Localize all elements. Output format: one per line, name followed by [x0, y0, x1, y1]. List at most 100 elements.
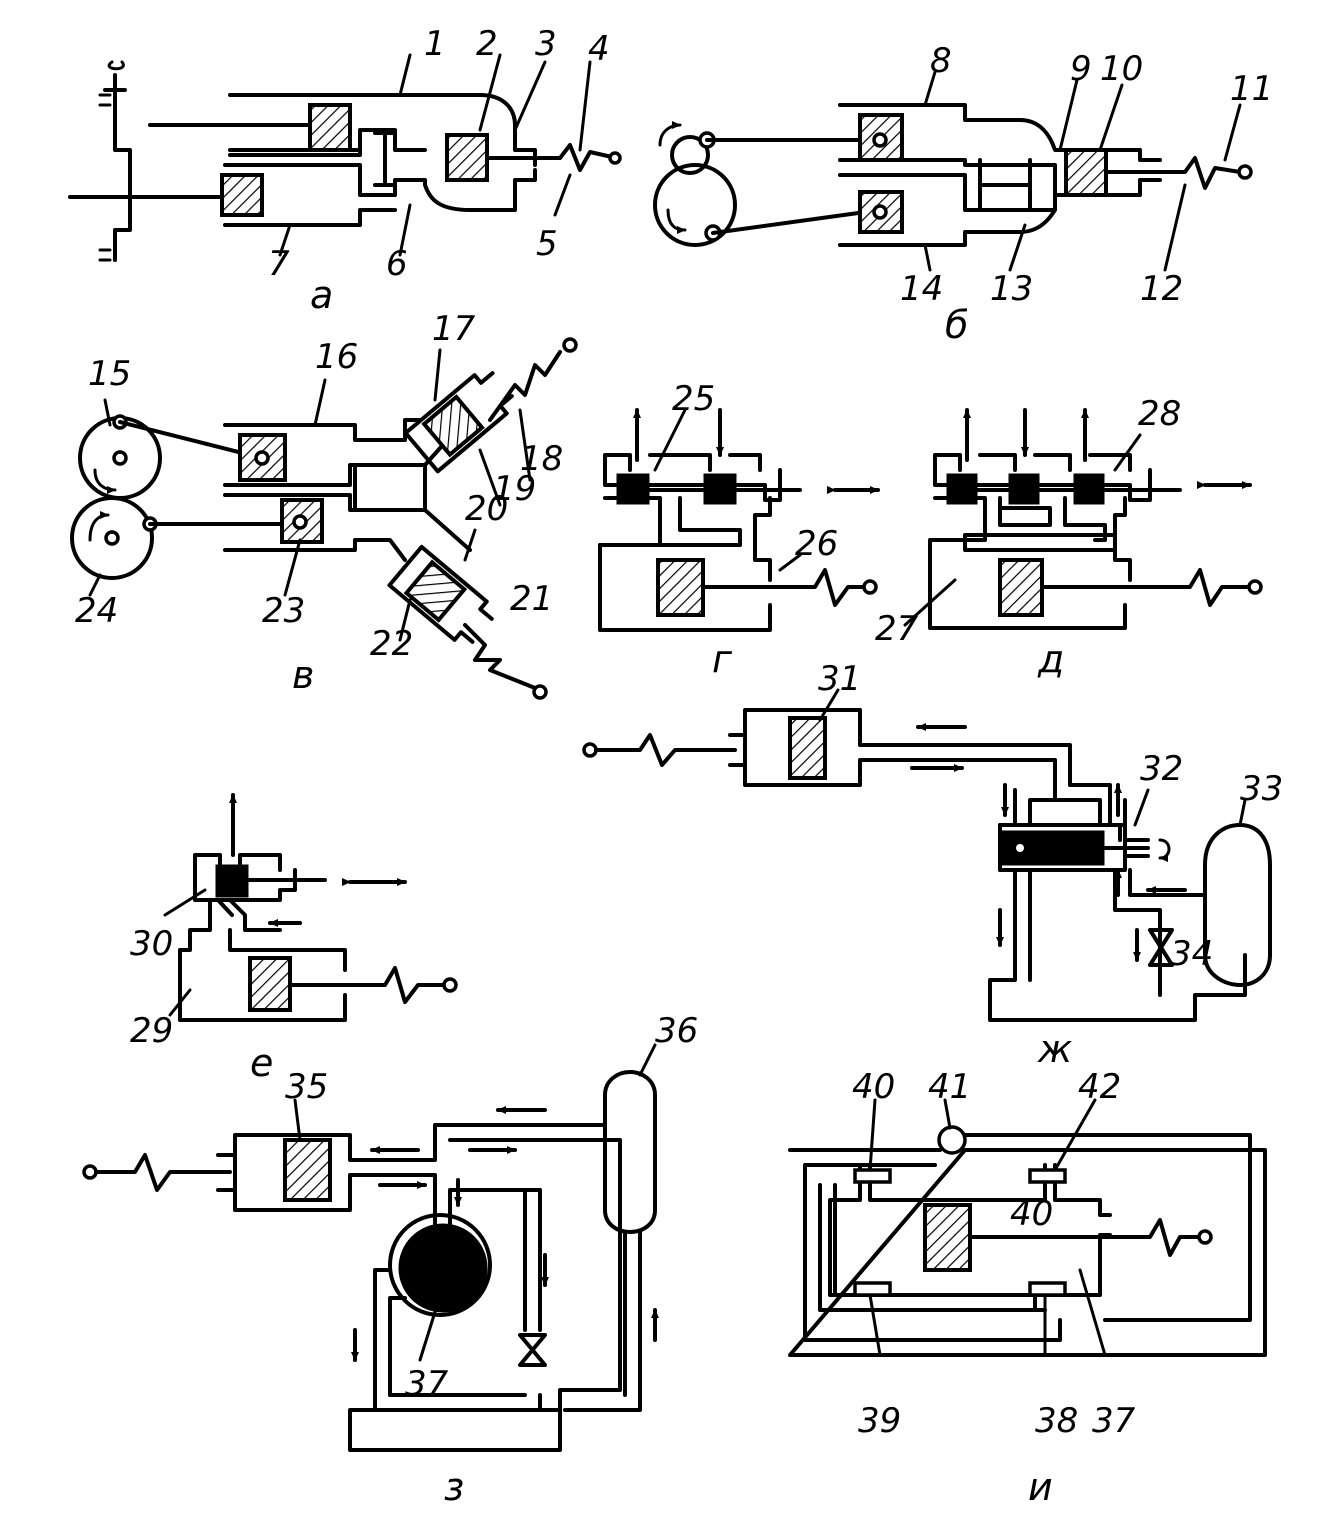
label-10: 10	[1100, 49, 1143, 89]
label-40-mid: 40	[1010, 1194, 1053, 1234]
piston-31	[788, 716, 827, 780]
leader-lines-zh	[818, 688, 1247, 827]
panel-a: 1 2 3 4 5 6 7 а	[68, 24, 622, 317]
label-31: 31	[818, 659, 861, 699]
rotation-arrow-b1	[658, 121, 682, 147]
cylinder-1-a	[228, 93, 537, 167]
panel-e: 30 29 е	[130, 793, 458, 1085]
crank-small-b	[670, 135, 710, 175]
check-valve-38	[1028, 1281, 1067, 1297]
label-23: 23	[262, 591, 305, 631]
piston-d	[998, 558, 1044, 617]
cylinder-14-b	[838, 173, 1057, 247]
end-pin-d	[1247, 579, 1263, 595]
rods-a	[68, 123, 312, 199]
label-34: 34	[1170, 934, 1213, 974]
tank-z	[348, 1393, 562, 1452]
spring-e	[288, 966, 447, 1004]
valve-spool-left-g	[616, 473, 650, 505]
spring-21	[463, 623, 542, 692]
caption-d: д	[1037, 637, 1064, 681]
label-1: 1	[424, 24, 446, 64]
label-20: 20	[465, 489, 508, 529]
end-pin-18	[562, 337, 578, 353]
leader-lines-z	[293, 1043, 657, 1362]
label-3: 3	[535, 24, 557, 64]
caption-v: в	[292, 653, 314, 697]
label-24: 24	[75, 591, 118, 631]
label-8: 8	[930, 41, 952, 81]
caption-i: и	[1028, 1465, 1053, 1509]
spring-i	[968, 1218, 1202, 1257]
end-pin-b	[1237, 164, 1253, 180]
valve-spool-2-d	[1008, 473, 1040, 505]
label-22: 22	[370, 624, 413, 664]
label-32: 32	[1140, 749, 1183, 789]
panel-i: 40 41 42 40 39 38 37 и	[788, 1067, 1267, 1509]
panel-zh: 31 32 33 34 ж	[582, 659, 1283, 1071]
outer-loop-i	[788, 1148, 1267, 1357]
label-30: 30	[130, 924, 173, 964]
rotary-valve-32	[998, 830, 1105, 866]
cylinder-22	[387, 544, 494, 644]
crank-large-b	[653, 163, 737, 247]
label-27: 27	[875, 609, 919, 649]
leader-lines-d	[903, 433, 1142, 627]
spring-18	[488, 350, 562, 422]
end-pin-21	[532, 684, 548, 700]
cylinder-37-i	[828, 1163, 1112, 1297]
pin-16	[254, 450, 270, 466]
spring-zh	[594, 733, 737, 767]
piston-29	[248, 956, 292, 1012]
label-28: 28	[1138, 394, 1181, 434]
link-b	[978, 158, 1032, 212]
label-26: 26	[795, 524, 838, 564]
label-7: 7	[268, 244, 290, 284]
rotation-arrow-b2	[666, 208, 687, 234]
rotary-shaft-zh	[1101, 838, 1150, 858]
conrods-b	[705, 138, 882, 235]
label-19: 19	[493, 469, 536, 509]
lines-z	[216, 1123, 622, 1412]
panel-z: 35 36 37 з	[82, 1011, 698, 1509]
pump-rotor-37	[398, 1223, 488, 1313]
piston-23	[280, 498, 324, 544]
label-14: 14	[900, 269, 943, 309]
spring-g	[701, 568, 867, 607]
label-6: 6	[386, 244, 408, 284]
caption-z: з	[444, 1465, 464, 1509]
panel-g: 25 26 г	[598, 379, 880, 681]
pump-housing-37	[388, 1213, 492, 1317]
label-15: 15	[88, 354, 131, 394]
leader-lines-b	[923, 70, 1242, 272]
pump-suction-z	[373, 1268, 407, 1412]
label-40-top: 40	[852, 1067, 895, 1107]
piston-7-a	[220, 173, 264, 217]
caption-e: е	[250, 1041, 273, 1085]
end-pin-a	[608, 151, 622, 165]
valve-housing-30	[178, 853, 347, 1022]
label-37-i: 37	[1092, 1401, 1136, 1441]
piston-g	[656, 558, 705, 617]
piston-35	[283, 1138, 332, 1202]
panel-v: 15 16 17 18 19 20 21 22 23 24 в	[70, 309, 578, 700]
label-13: 13	[990, 269, 1033, 309]
cylinder-7-a	[223, 163, 537, 227]
piston-i	[923, 1203, 972, 1272]
label-41: 41	[928, 1067, 971, 1107]
label-18: 18	[520, 439, 563, 479]
label-16: 16	[315, 337, 358, 377]
spring-a	[485, 143, 614, 172]
label-11: 11	[1230, 69, 1273, 109]
spring-d	[1040, 568, 1252, 607]
spring-z	[94, 1153, 232, 1192]
panel-b: 8 9 10 11 12 13 14 б	[653, 41, 1273, 347]
pin-23	[292, 514, 308, 530]
label-36: 36	[655, 1011, 698, 1051]
cylinder-31	[728, 708, 1072, 802]
rotation-arrow-zh	[1158, 838, 1171, 862]
valve-spool-1-d	[946, 473, 978, 505]
end-pin-i	[1197, 1229, 1213, 1245]
